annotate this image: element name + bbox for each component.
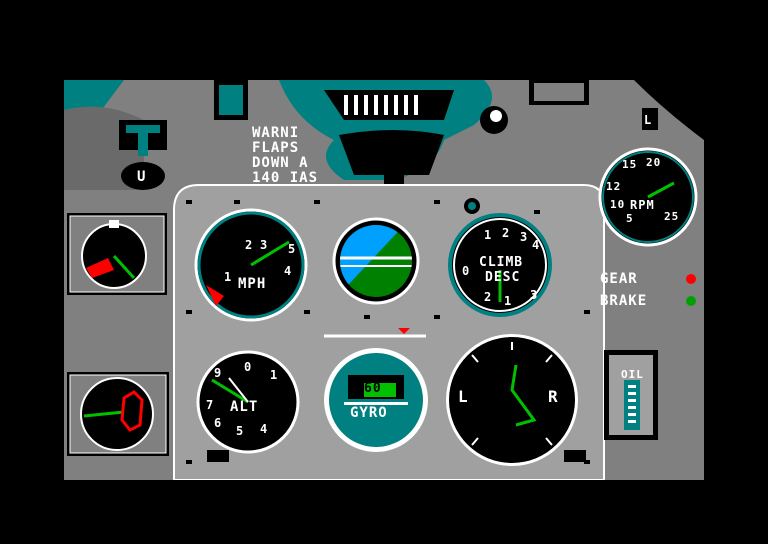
warning-line-4: 140 IAS	[252, 170, 319, 186]
vsi-tick: 2	[502, 226, 511, 240]
airspeed-tick-1: 1	[224, 270, 233, 284]
airspeed-tick-2: 2	[245, 238, 254, 252]
alt-tick-5: 5	[236, 424, 245, 438]
vsi-tick: 0	[462, 264, 471, 278]
warning-line-2: FLAPS	[252, 140, 300, 156]
vsi-tick: 1	[504, 294, 513, 308]
gyro-heading: 60	[364, 381, 382, 396]
turn-right-label: R	[548, 387, 559, 406]
brake-lamp[interactable]	[686, 296, 696, 306]
alt-tick-4: 4	[260, 422, 269, 436]
vsi-tick: 1	[484, 228, 493, 242]
oil-temp-gauge	[604, 350, 658, 440]
cockpit-panel: U L	[64, 80, 704, 480]
rpm-tick: 12	[606, 180, 622, 193]
gyro-label: GYRO	[350, 405, 388, 421]
altimeter-gauge	[196, 350, 300, 454]
rpm-tick: 10	[610, 198, 626, 211]
rpm-tick: 15	[622, 158, 638, 171]
vsi-tick: 4	[532, 238, 541, 252]
oil-label: OIL	[621, 368, 644, 381]
vsi-tick: 3	[530, 288, 539, 302]
attitude-indicator	[332, 217, 420, 305]
altimeter-label: ALT	[230, 399, 259, 415]
turn-coordinator	[446, 334, 578, 466]
fuel-gauge	[67, 213, 167, 295]
vsi-climb-label: CLIMB	[479, 255, 524, 270]
rpm-label: RPM	[630, 198, 655, 212]
gyro-compass	[324, 348, 428, 452]
airspeed-gauge	[194, 208, 308, 322]
vsi-tick: 3	[520, 230, 529, 244]
alt-tick-9: 9	[214, 366, 223, 380]
turn-left-label: L	[458, 387, 469, 406]
alt-tick-0: 0	[244, 360, 253, 374]
vertical-speed-gauge	[448, 213, 552, 317]
rpm-tick: 25	[664, 210, 680, 223]
rpm-gauge	[598, 147, 698, 247]
svg-text:L: L	[644, 113, 651, 127]
control-yoke[interactable]	[279, 80, 508, 190]
brake-label: BRAKE	[600, 293, 648, 309]
alt-tick-1: 1	[270, 368, 279, 382]
svg-text:U: U	[137, 169, 145, 185]
vsi-tick: 2	[484, 290, 493, 304]
gear-label: GEAR	[600, 271, 638, 287]
alt-tick-6: 6	[214, 416, 223, 430]
trim-lever[interactable]: U	[119, 120, 167, 190]
alt-tick-7: 7	[206, 398, 215, 412]
airspeed-label: MPH	[238, 276, 267, 292]
vsi-desc-label: DESC	[485, 270, 521, 285]
warning-line-3: DOWN A	[252, 155, 309, 171]
warning-line-1: WARNI	[252, 125, 300, 141]
airspeed-tick-3: 3	[260, 238, 269, 252]
rpm-tick: 5	[626, 212, 634, 225]
airspeed-tick-4: 4	[284, 264, 293, 278]
gear-lamp[interactable]	[686, 274, 696, 284]
airspeed-tick-5: 5	[288, 242, 297, 256]
oil-pressure-gauge	[67, 372, 169, 456]
rpm-tick: 20	[646, 156, 662, 169]
